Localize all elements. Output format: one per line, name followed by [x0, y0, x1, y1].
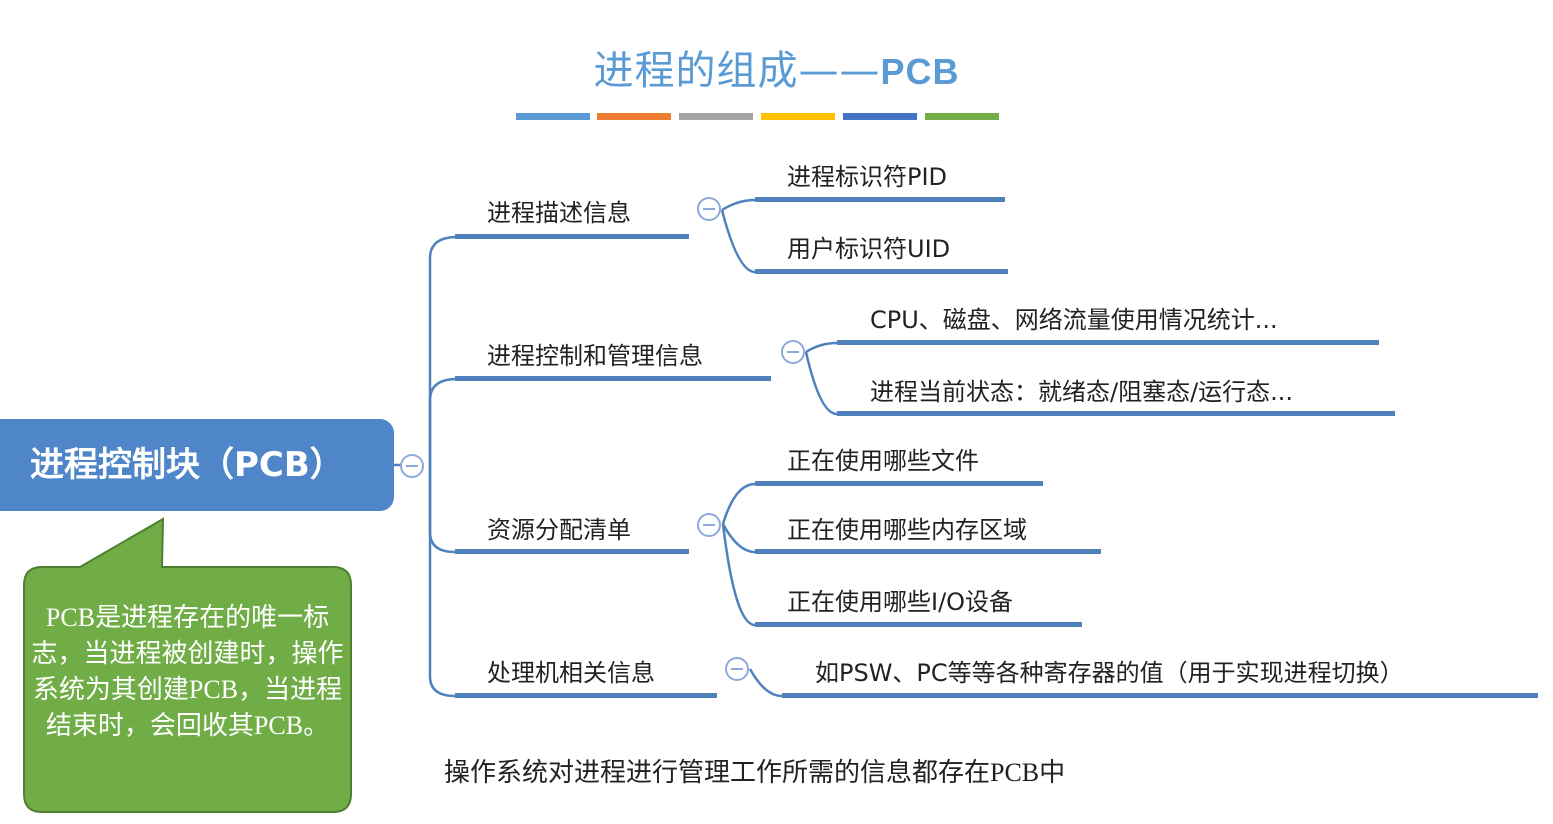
root-node[interactable]: 进程控制块（PCB） [0, 419, 394, 511]
branch-4-child-1[interactable]: 如PSW、PC等等各种寄存器的值（用于实现进程切换） [815, 659, 1404, 687]
branch-1-child-1-underline [755, 197, 1005, 202]
branch-2-child-2[interactable]: 进程当前状态：就绪态/阻塞态/运行态... [870, 378, 1294, 406]
branch-3-child-3[interactable]: 正在使用哪些I/O设备 [787, 588, 1014, 616]
title-main: 进程的组成—— [593, 48, 881, 94]
branch-4-child-1-underline [782, 693, 1538, 698]
callout-bubble [23, 517, 352, 813]
color-bar-5 [843, 113, 917, 120]
branch-4-label[interactable]: 处理机相关信息 [487, 659, 655, 687]
branch-3-label[interactable]: 资源分配清单 [487, 516, 631, 544]
branch-3-child-3-underline [755, 622, 1082, 627]
branch-3-to-child-2 [721, 523, 756, 554]
branch-4-to-child-1 [748, 668, 783, 698]
branch-1-to-child-2 [720, 209, 756, 274]
branch-2-child-1-underline [837, 340, 1379, 345]
branch-1-child-2[interactable]: 用户标识符UID [787, 235, 951, 263]
branch-1-child-1[interactable]: 进程标识符PID [787, 163, 948, 191]
color-bar-6 [925, 113, 999, 120]
footnote: 操作系统对进程进行管理工作所需的信息都存在PCB中 [444, 758, 1066, 787]
branch-2-underline [455, 376, 771, 381]
root-collapse-icon[interactable] [400, 454, 424, 478]
color-bar-4 [761, 113, 835, 120]
trunk-to-branch-2 [428, 377, 456, 465]
branch-2-to-child-2 [804, 351, 838, 416]
branch-1-label[interactable]: 进程描述信息 [487, 199, 631, 227]
branch-1-child-2-underline [755, 269, 1008, 274]
branch-1-underline [455, 234, 689, 239]
branch-4-collapse-icon[interactable] [725, 657, 749, 681]
branch-3-child-2[interactable]: 正在使用哪些内存区域 [787, 516, 1027, 544]
branch-3-underline [455, 549, 689, 554]
branch-3-collapse-icon[interactable] [697, 513, 721, 537]
trunk-to-branch-1 [428, 235, 456, 465]
branch-4-underline [455, 693, 717, 698]
trunk-to-branch-4 [428, 465, 456, 698]
branch-3-to-child-3 [721, 523, 756, 627]
branch-2-to-child-1 [805, 341, 838, 354]
color-bar-3 [679, 113, 753, 120]
color-bar-1 [516, 113, 590, 120]
branch-2-label[interactable]: 进程控制和管理信息 [487, 342, 703, 370]
page-title: 进程的组成——PCB [0, 38, 1553, 96]
branch-2-collapse-icon[interactable] [781, 340, 805, 364]
branch-2-child-1[interactable]: CPU、磁盘、网络流量使用情况统计... [870, 306, 1278, 334]
branch-1-to-child-1 [721, 198, 756, 212]
callout-text: PCB是进程存在的唯一标志，当进程被创建时，操作系统为其创建PCB，当进程结束时… [31, 603, 344, 740]
branch-2-child-2-underline [837, 411, 1395, 416]
branch-3-child-2-underline [755, 549, 1101, 554]
branch-3-child-1-underline [755, 481, 1043, 486]
title-suffix: PCB [880, 51, 960, 92]
branch-3-to-child-1 [721, 482, 756, 525]
color-bar-2 [597, 113, 671, 120]
branch-1-collapse-icon[interactable] [697, 197, 721, 221]
trunk-to-branch-3 [428, 465, 456, 554]
branch-3-child-1[interactable]: 正在使用哪些文件 [787, 447, 979, 475]
